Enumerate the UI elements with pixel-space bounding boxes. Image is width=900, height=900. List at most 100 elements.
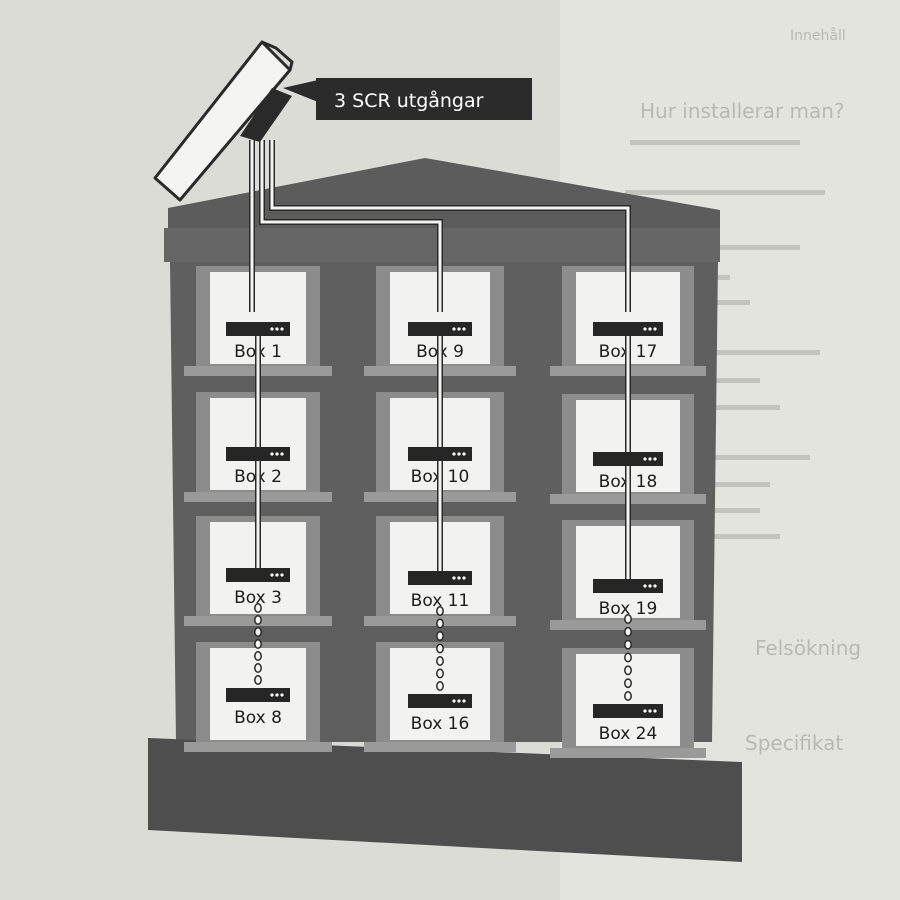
receiver-led	[275, 573, 279, 577]
cable-chain-link	[254, 627, 262, 637]
receiver-led	[452, 452, 456, 456]
cable-chain-link	[254, 651, 262, 661]
receiver-led	[462, 576, 466, 580]
cable-column-2	[260, 140, 442, 312]
receiver-box-icon	[408, 322, 472, 336]
receiver-box-icon	[408, 447, 472, 461]
window-sill	[550, 620, 706, 630]
receiver-box-body	[593, 579, 663, 593]
receiver-led	[457, 576, 461, 580]
receiver-box-body	[408, 322, 472, 336]
cable-chain-link	[254, 615, 262, 625]
receiver-led	[648, 584, 652, 588]
window-sill	[364, 742, 516, 752]
receiver-led	[457, 452, 461, 456]
cable-chain-link	[436, 681, 444, 691]
cable-chain-link	[624, 691, 632, 701]
background-side-word-1: Felsökning	[755, 636, 861, 660]
cable-column-3	[270, 140, 630, 312]
receiver-box-body	[226, 568, 290, 582]
ghost-line	[630, 455, 810, 460]
receiver-box-body	[226, 322, 290, 336]
box-label: Box 11	[411, 591, 470, 611]
building-roof	[168, 158, 720, 232]
receiver-led	[653, 457, 657, 461]
receiver-box-icon	[226, 447, 290, 461]
receiver-led	[457, 327, 461, 331]
cable-chain-link	[624, 678, 632, 689]
cable-chain-link	[254, 603, 262, 613]
scr-outputs-label: 3 SCR utgångar	[334, 89, 484, 112]
receiver-led	[457, 699, 461, 703]
receiver-box-body	[593, 704, 663, 718]
cable-chain-link	[436, 618, 444, 629]
cable-chain-link	[436, 631, 444, 641]
receiver-led	[643, 584, 647, 588]
receiver-box-icon	[593, 452, 663, 466]
receiver-led	[653, 709, 657, 713]
ghost-line	[630, 140, 800, 145]
ghost-line	[630, 350, 820, 355]
receiver-led	[643, 457, 647, 461]
window-sill	[184, 742, 332, 752]
receiver-led	[270, 327, 274, 331]
scr-outputs-callout: 3 SCR utgångar	[283, 78, 532, 120]
building-base	[148, 738, 742, 862]
receiver-led	[280, 693, 284, 697]
receiver-led	[452, 576, 456, 580]
receiver-led	[270, 452, 274, 456]
box-label: Box 24	[599, 724, 658, 744]
receiver-box-body	[226, 447, 290, 461]
window-sill	[550, 748, 706, 758]
receiver-led	[462, 699, 466, 703]
cable-chain-link	[624, 614, 632, 624]
receiver-box-body	[593, 322, 663, 336]
receiver-box-icon	[226, 322, 290, 336]
receiver-led	[452, 327, 456, 331]
receiver-led	[270, 573, 274, 577]
box-label: Box 3	[234, 588, 282, 608]
receiver-box-icon	[408, 571, 472, 585]
receiver-led	[270, 693, 274, 697]
receiver-led	[462, 327, 466, 331]
cable-chain-link	[624, 665, 632, 676]
ghost-line	[625, 190, 825, 195]
receiver-box-body	[593, 452, 663, 466]
background-top-word: Innehåll	[790, 27, 846, 44]
receiver-box-body	[408, 447, 472, 461]
receiver-box-icon	[593, 322, 663, 336]
receiver-led	[648, 457, 652, 461]
receiver-box-icon	[226, 568, 290, 582]
receiver-led	[452, 699, 456, 703]
receiver-box-body	[408, 571, 472, 585]
box-label: Box 8	[234, 708, 282, 728]
receiver-box-icon	[226, 688, 290, 702]
cable-chain-link	[436, 668, 444, 679]
cable-chain-link	[624, 626, 632, 637]
receiver-box-body	[408, 694, 472, 708]
receiver-led	[462, 452, 466, 456]
receiver-led	[275, 693, 279, 697]
cable-chain-link	[624, 639, 632, 650]
satellite-dish-icon	[153, 40, 294, 202]
cable-chain-link	[254, 639, 262, 649]
receiver-led	[280, 573, 284, 577]
receiver-box-icon	[593, 704, 663, 718]
receiver-led	[653, 327, 657, 331]
receiver-led	[643, 709, 647, 713]
receiver-led	[648, 327, 652, 331]
receiver-led	[275, 452, 279, 456]
cable-chain-link	[436, 656, 444, 666]
cable-chain-link	[436, 643, 444, 654]
receiver-led	[643, 327, 647, 331]
box-label: Box 19	[599, 599, 658, 619]
cable-chain-link	[436, 606, 444, 616]
background-heading: Hur installerar man?	[640, 99, 845, 123]
background-side-word-2: Specifikat	[745, 731, 843, 755]
cable-chain-link	[254, 663, 262, 673]
receiver-led	[275, 327, 279, 331]
receiver-box-icon	[593, 579, 663, 593]
receiver-led	[653, 584, 657, 588]
